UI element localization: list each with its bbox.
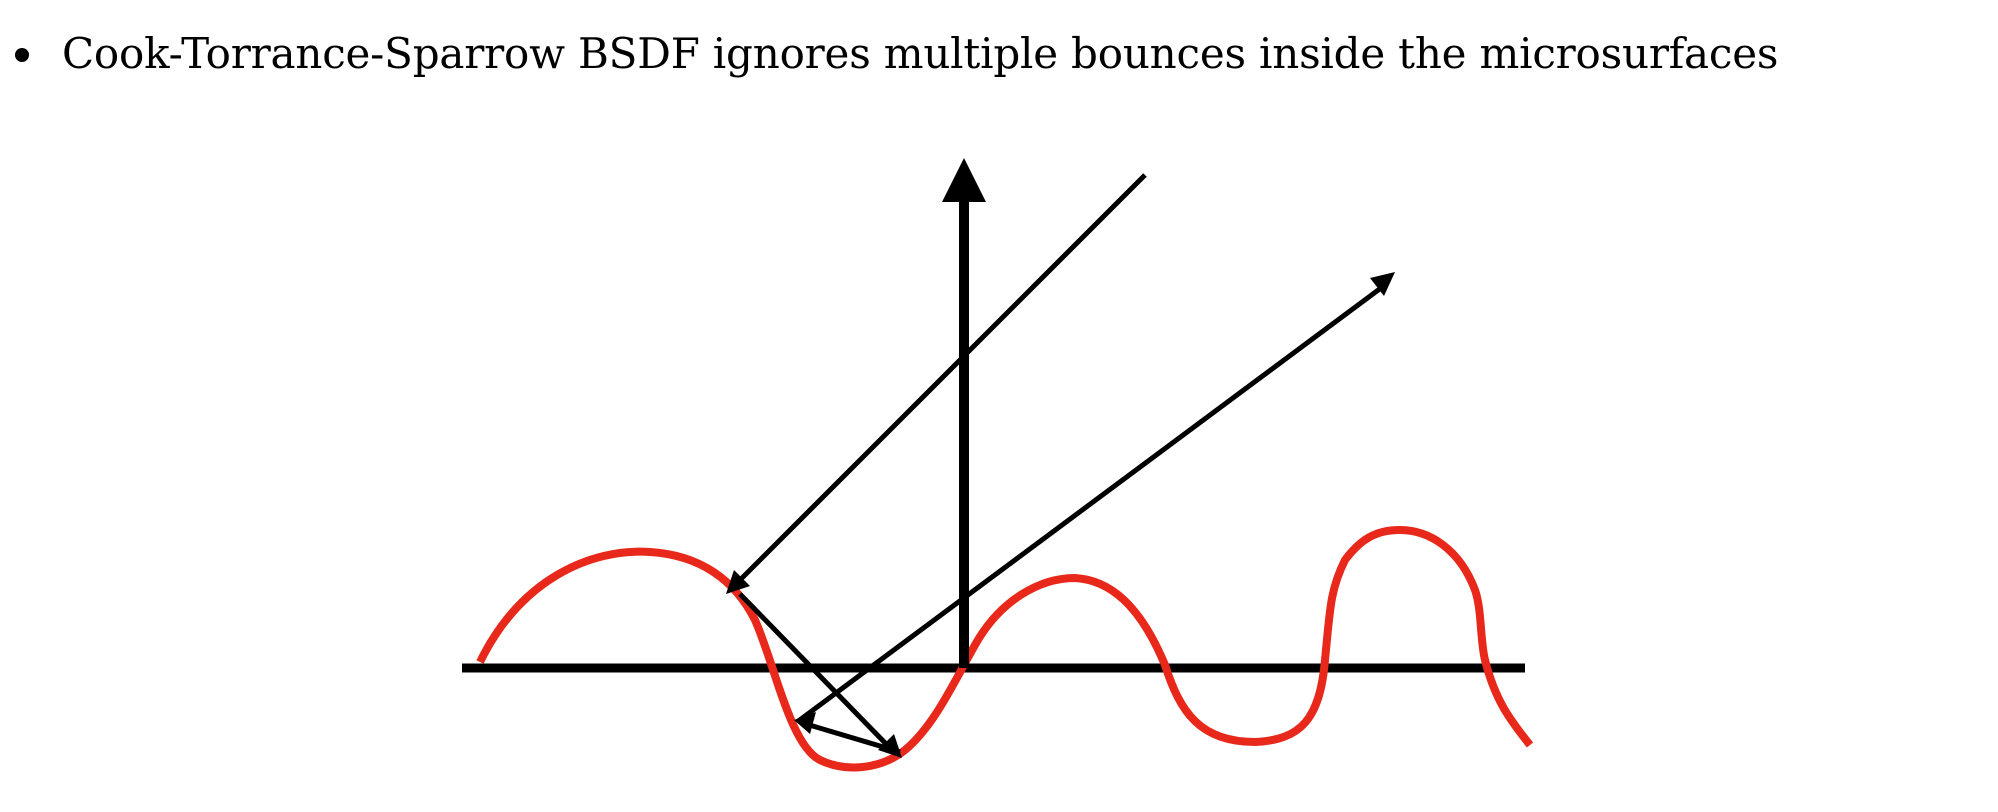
incident-ray [734,173,1147,586]
bullet-text: Cook-Torrance-Sparrow BSDF ignores multi… [62,29,1779,78]
bounce-ray-1 [738,592,892,750]
bounce-ray-2-head [794,712,816,734]
microsurface-curve [476,525,1534,772]
normal-arrow-head [942,158,986,202]
exit-ray [795,282,1387,725]
bounce-ray-2 [805,721,901,755]
incident-ray-head [726,570,750,594]
bullet-icon [15,48,29,62]
exit-ray-head [1370,272,1395,296]
